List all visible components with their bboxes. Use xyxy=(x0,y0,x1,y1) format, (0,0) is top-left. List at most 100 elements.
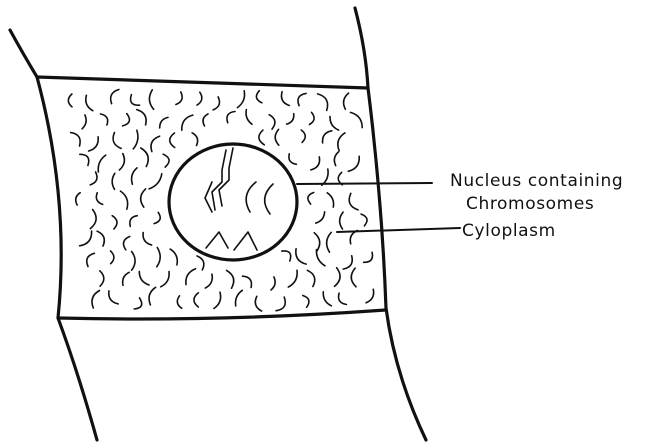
chromosome xyxy=(246,182,256,212)
cytoplasm-strand xyxy=(318,94,328,111)
cytoplasm-strand xyxy=(335,268,341,287)
cytoplasm-strand xyxy=(130,216,137,227)
cytoplasm-strand xyxy=(163,154,169,167)
cytoplasm-strand xyxy=(154,212,160,223)
nucleus-label-line2: Chromosomes xyxy=(466,194,594,214)
cytoplasm-strand xyxy=(123,272,130,285)
top-cell-wall xyxy=(37,77,368,88)
cytoplasm-strand xyxy=(98,155,105,172)
cytoplasm-strand xyxy=(132,252,136,271)
chromosomes xyxy=(205,148,273,250)
cytoplasm-strand xyxy=(269,115,275,129)
cytoplasm-strand xyxy=(281,92,289,106)
cytoplasm-strand xyxy=(141,189,146,207)
cytoplasm-strand xyxy=(121,191,128,209)
cytoplasm-strand xyxy=(361,214,367,226)
cytoplasm-strand xyxy=(192,133,198,146)
cytoplasm-strand xyxy=(133,130,138,149)
cytoplasm-strand xyxy=(287,114,294,124)
cytoplasm-strand xyxy=(97,231,104,246)
cytoplasm-strand xyxy=(141,148,148,167)
cytoplasm-strand xyxy=(298,93,306,105)
cytoplasm-leader-line xyxy=(337,228,460,232)
chromosome xyxy=(219,148,233,206)
cytoplasm-strand xyxy=(235,290,242,306)
cytoplasm-strand xyxy=(307,270,314,286)
cytoplasm-strand xyxy=(160,117,168,128)
cytoplasm-strand xyxy=(161,272,169,287)
chromosome xyxy=(234,232,257,250)
cytoplasm-strand xyxy=(271,277,275,290)
cytoplasm-strand xyxy=(176,92,182,105)
chromosome xyxy=(212,150,226,210)
cytoplasm-strand xyxy=(109,291,118,304)
cytoplasm-strand xyxy=(123,237,129,250)
nucleus-label-line1: Nucleus containing xyxy=(450,171,623,191)
cytoplasm-strand xyxy=(348,156,359,171)
cytoplasm-strand xyxy=(143,233,152,246)
cytoplasm-strand xyxy=(123,114,130,126)
cytoplasm-strand xyxy=(205,274,212,288)
cytoplasm-strand xyxy=(276,297,285,311)
cytoplasm-strand xyxy=(344,93,349,109)
cytoplasm-strand xyxy=(137,110,146,125)
cytoplasm-strand xyxy=(139,271,149,285)
cytoplasm-strand xyxy=(76,193,81,205)
cytoplasm-strand xyxy=(111,251,114,264)
chromosome xyxy=(265,184,273,214)
cytoplasm-strand xyxy=(112,216,117,229)
cytoplasm-strand xyxy=(197,92,202,105)
cytoplasm-strand xyxy=(113,133,121,149)
cytoplasm-strand xyxy=(80,154,89,165)
cytoplasm-strand xyxy=(349,193,358,210)
cytoplasm-strand xyxy=(197,256,204,270)
cytoplasm-strand xyxy=(100,271,104,286)
cytoplasm-strand xyxy=(71,133,80,146)
cytoplasm-strand xyxy=(82,115,86,129)
cytoplasm-strand xyxy=(288,270,297,287)
cytoplasm-strand xyxy=(214,292,221,308)
cytoplasm-strand xyxy=(303,296,309,308)
cytoplasm-strand xyxy=(364,252,373,262)
cytoplasm-strand xyxy=(134,298,142,309)
cytoplasm-strand xyxy=(149,174,162,189)
cytoplasm-strand xyxy=(149,90,153,110)
chromosome xyxy=(205,182,212,212)
cytoplasm-strand xyxy=(68,94,72,107)
cytoplasm-strand xyxy=(316,250,325,266)
cytoplasm-strand xyxy=(101,114,108,125)
cytoplasm-strand xyxy=(323,292,331,306)
cytoplasm-strand xyxy=(227,112,235,123)
cytoplasm-strand xyxy=(80,231,92,246)
cytoplasm-strand xyxy=(311,157,320,170)
cytoplasm-strand xyxy=(157,248,160,267)
cytoplasm-strand xyxy=(339,293,347,304)
cytoplasm-strand xyxy=(186,269,196,285)
cytoplasm-strand xyxy=(259,130,264,145)
cytoplasm-strand xyxy=(255,296,261,311)
cytoplasm-strand xyxy=(86,95,93,110)
cytoplasm-strand xyxy=(90,172,97,185)
cytoplasm-strand xyxy=(282,251,291,261)
cytoplasm-strand xyxy=(243,276,252,287)
cytoplasm-strand xyxy=(246,110,252,125)
cytoplasm-strand xyxy=(170,249,177,265)
cytoplasm-strand xyxy=(132,168,137,184)
cytoplasm-strand xyxy=(323,131,332,143)
nucleus xyxy=(169,144,297,260)
cytoplasm-strand xyxy=(87,253,95,266)
cytoplasm-strand xyxy=(327,193,333,207)
cytoplasm-strand xyxy=(237,91,244,108)
cytoplasm-strand xyxy=(92,291,100,309)
cytoplasm-strand xyxy=(309,112,314,124)
cytoplasm-strand xyxy=(301,130,305,142)
cytoplasm-strand xyxy=(90,210,96,229)
cytoplasm-strand xyxy=(275,129,279,145)
cytoplasm-strand xyxy=(308,193,314,205)
cytoplasm-strand xyxy=(314,233,320,252)
cytoplasm-strand xyxy=(366,289,374,303)
cytoplasm-label: Cyloplasm xyxy=(462,221,556,241)
cytoplasm-strand xyxy=(89,137,99,151)
cytoplasm-strand xyxy=(256,91,262,103)
